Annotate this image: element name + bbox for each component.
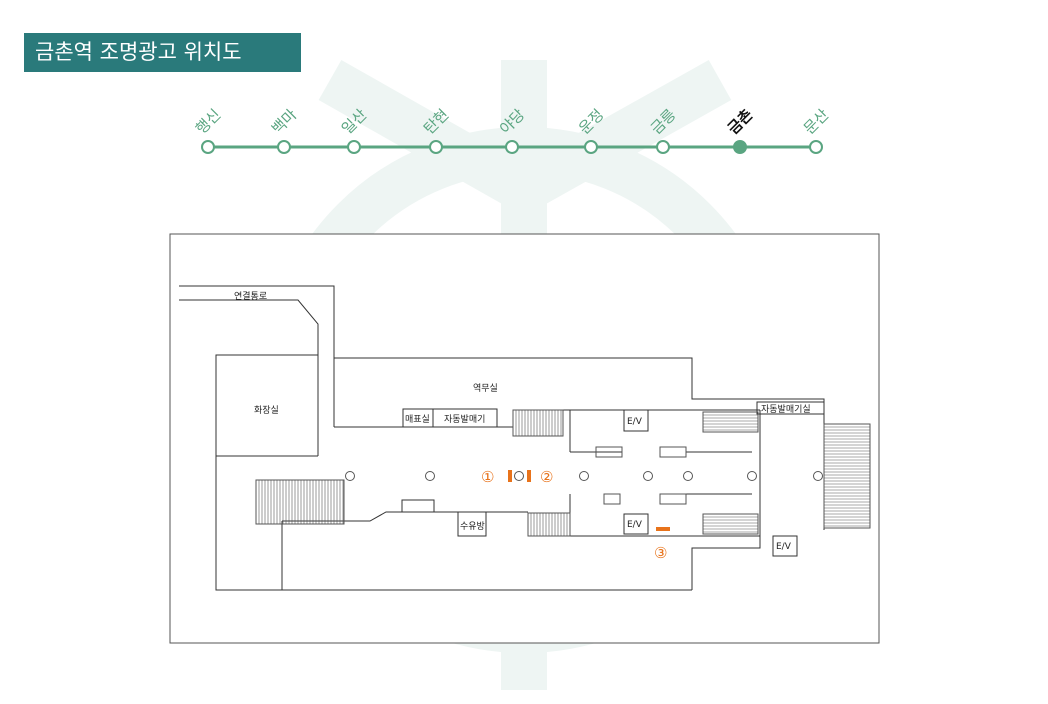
label-station-office: 역무실 — [473, 383, 498, 394]
escalator — [659, 446, 687, 458]
ad-position-2 — [527, 470, 531, 482]
column — [643, 471, 653, 481]
station-node — [584, 140, 598, 154]
column — [514, 471, 524, 481]
label-ev-1: E/V — [627, 417, 643, 427]
floorplan-frame — [169, 233, 880, 644]
ad-position-3 — [656, 527, 670, 531]
station-label: 문산 — [800, 105, 832, 137]
ad-position-1 — [508, 470, 512, 482]
columns — [345, 471, 823, 481]
stair — [702, 513, 759, 535]
station-node — [809, 140, 823, 154]
column — [425, 471, 435, 481]
escalator — [659, 493, 687, 505]
stair — [512, 409, 564, 437]
label-toilet: 화장실 — [254, 405, 279, 416]
label-vending-room: 자동발매기실 — [761, 404, 811, 415]
station-label: 금촌 — [724, 105, 756, 137]
label-ticket-office: 매표실 — [405, 414, 430, 425]
marker-2: ② — [540, 468, 553, 486]
column — [813, 471, 823, 481]
station-label: 행신 — [192, 106, 224, 138]
column — [747, 471, 757, 481]
page-title: 금촌역 조명광고 위치도 — [24, 33, 301, 72]
column — [345, 471, 355, 481]
column — [579, 471, 589, 481]
stair — [255, 479, 345, 525]
station-node — [656, 140, 670, 154]
stairs — [255, 409, 871, 537]
stair — [823, 423, 871, 529]
station-node — [347, 140, 361, 154]
label-ev-2: E/V — [627, 520, 643, 530]
column — [683, 471, 693, 481]
station-node — [505, 140, 519, 154]
label-corridor: 연결통로 — [234, 291, 267, 302]
label-nursing: 수유방 — [460, 521, 485, 532]
marker-1: ① — [481, 468, 494, 486]
station-node — [201, 140, 215, 154]
marker-3: ③ — [654, 544, 667, 562]
station-label: 백마 — [268, 105, 300, 137]
station-node — [277, 140, 291, 154]
station-node — [733, 140, 747, 154]
station-node — [429, 140, 443, 154]
escalator — [595, 446, 623, 458]
label-ev-3: E/V — [776, 542, 792, 552]
label-vending: 자동발매기 — [444, 414, 485, 425]
escalator — [603, 493, 621, 505]
stair — [702, 411, 759, 433]
